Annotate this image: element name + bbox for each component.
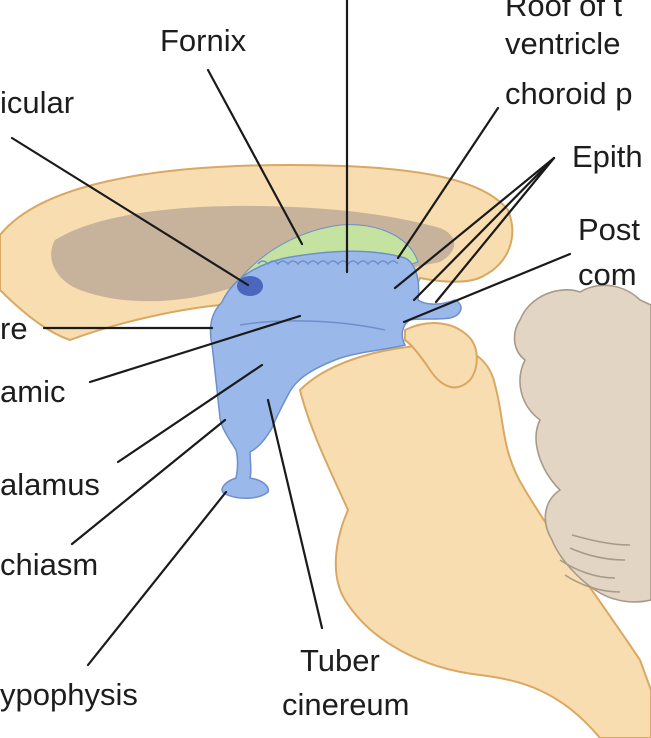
label-fornix: Fornix (160, 23, 247, 58)
leader-tuber (266, 398, 324, 630)
leader-epithalamus-1 (393, 156, 556, 290)
label-roof-line2: ventricle (505, 26, 620, 61)
leader-chiasm (70, 418, 227, 546)
leader-lines (10, 0, 572, 667)
label-epithalamus: Epith (572, 139, 643, 174)
leader-interventricular (10, 136, 250, 287)
label-tuber-line1: Tuber (300, 643, 380, 678)
leader-epithalamus-3 (434, 156, 556, 304)
choroid-plexus (257, 260, 399, 266)
leader-hypophysis (86, 490, 228, 667)
tectal-tissue (404, 322, 478, 389)
label-roof-line3: choroid p (505, 76, 633, 111)
label-tuber-line2: cinereum (282, 687, 410, 722)
diencephalon (209, 250, 462, 499)
cerebellum (513, 284, 651, 603)
label-post-line1: Post (578, 212, 640, 247)
leader-hypothalamus (116, 363, 264, 464)
label-thalamic: amic (0, 374, 65, 409)
label-roof-line1: Roof of t (505, 0, 623, 23)
leader-thalamic (88, 314, 302, 384)
label-post-line2: com (578, 257, 637, 292)
label-hypophysis: ypophysis (0, 677, 138, 712)
label-interventricular: icular (0, 85, 74, 120)
cerebellum-folia (559, 534, 631, 593)
interventricular-foramen (237, 276, 263, 296)
hypothalamic-sulcus (239, 320, 386, 331)
leader-fornix (206, 68, 304, 246)
label-fissure: re (0, 311, 28, 346)
leader-posterior-commissure (402, 252, 572, 324)
label-chiasm: chiasm (0, 547, 98, 582)
leader-roof (396, 106, 500, 260)
leader-epithalamus-2 (412, 156, 556, 302)
label-hypothalamus: alamus (0, 467, 100, 502)
